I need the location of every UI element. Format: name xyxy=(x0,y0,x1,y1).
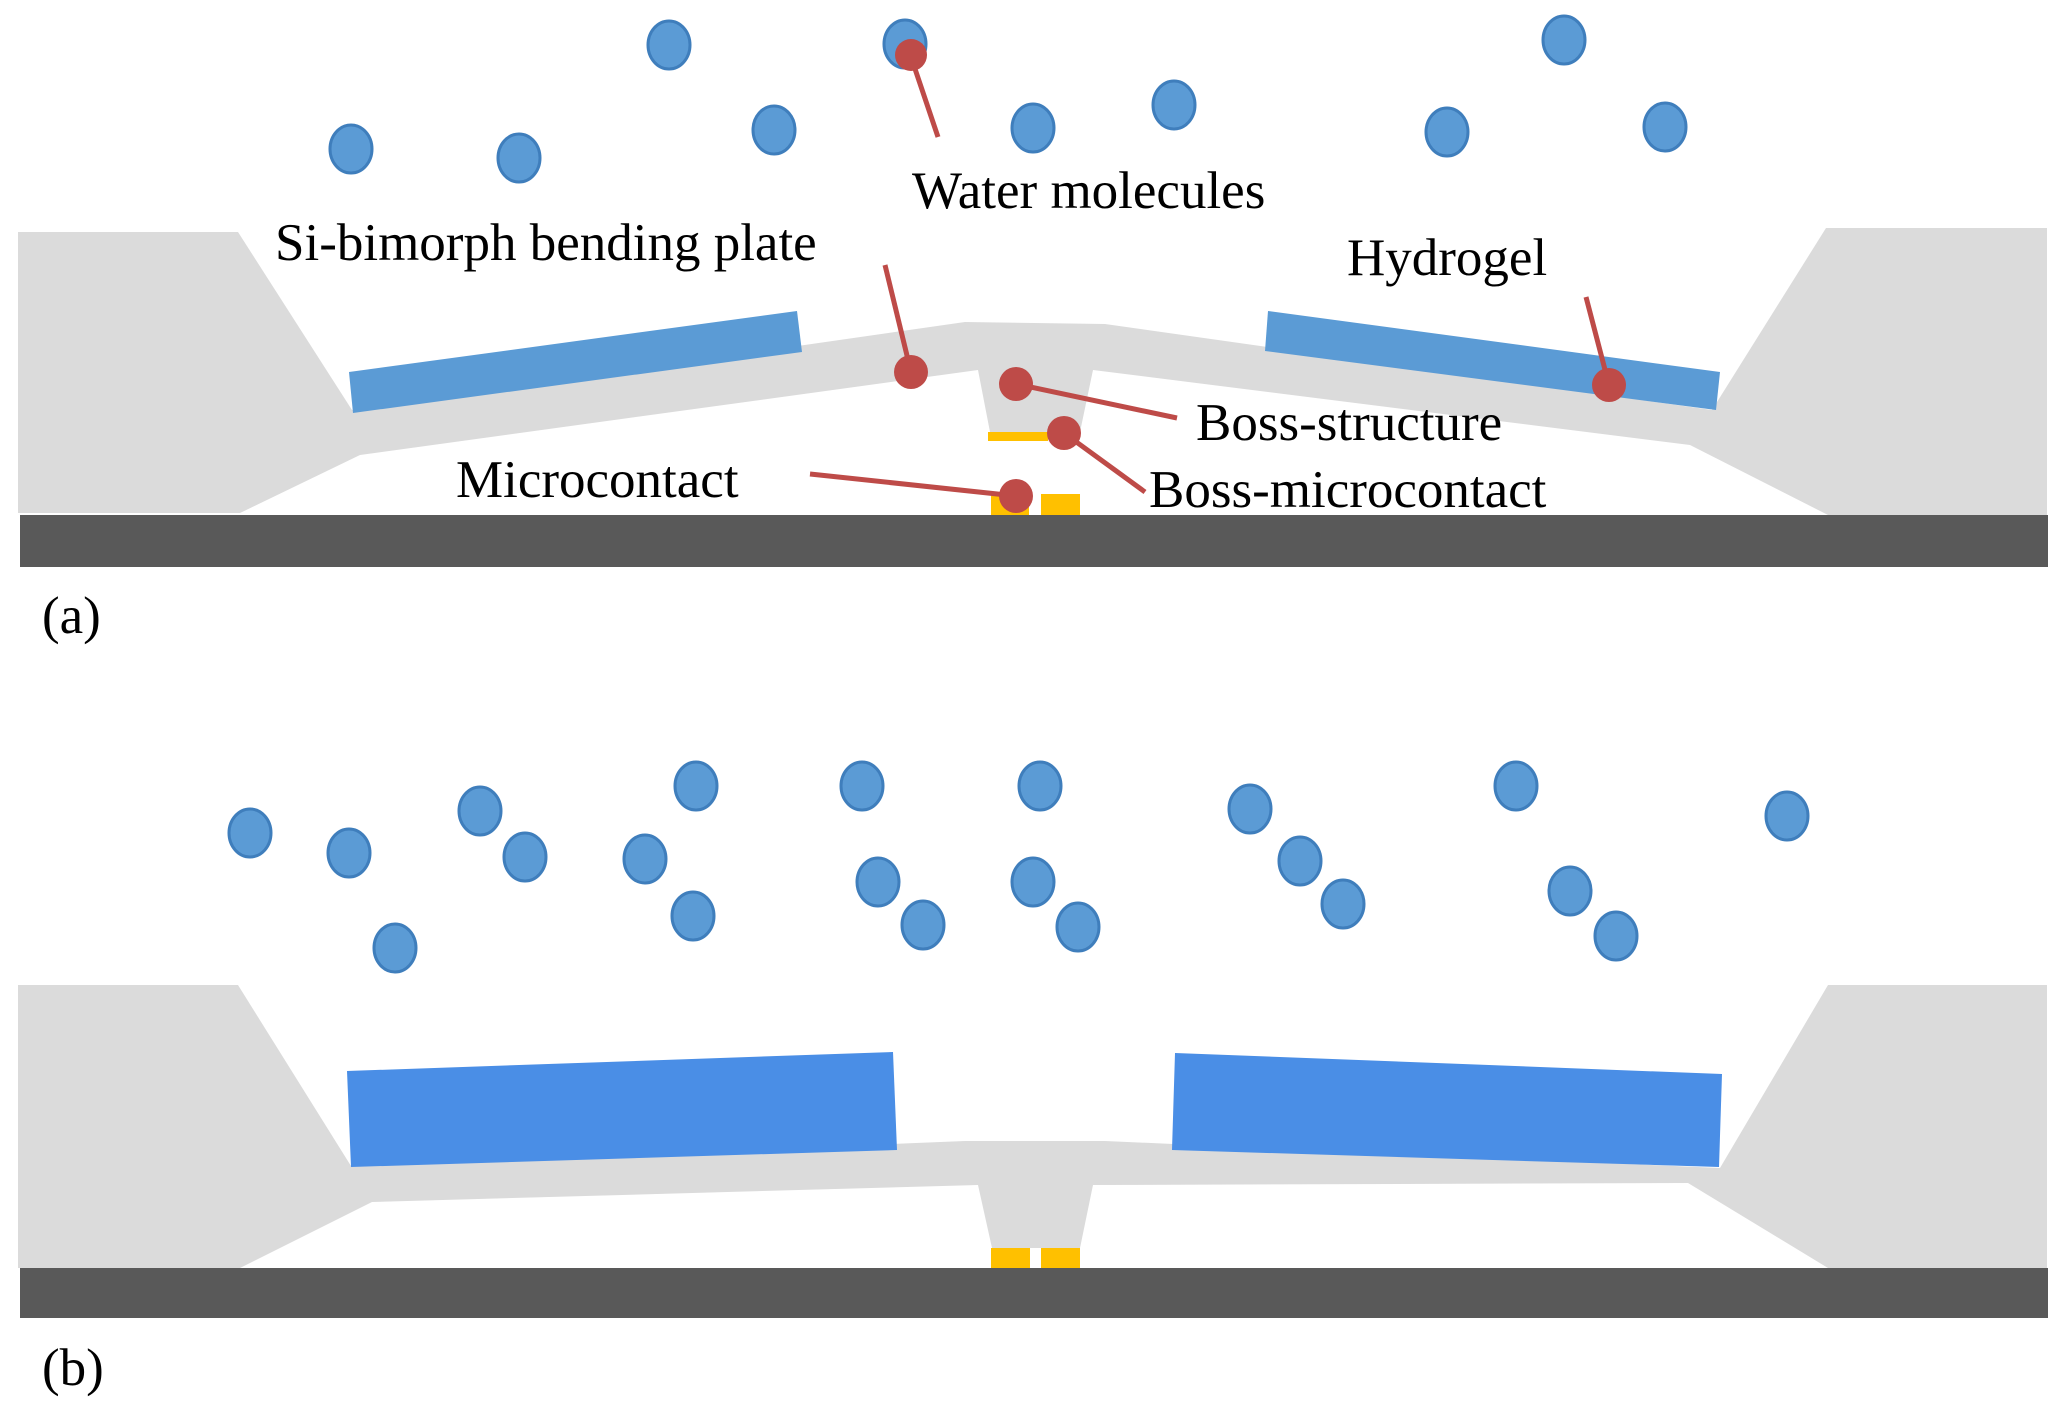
marker-microcontact xyxy=(999,479,1033,513)
panel-a: Water molecules Si-bimorph bending plate… xyxy=(18,14,2048,645)
leader-microcontact xyxy=(809,471,1017,499)
marker-boss-microcontact xyxy=(1047,416,1081,450)
water-molecule xyxy=(1764,790,1810,842)
marker-hydrogel xyxy=(1592,368,1626,402)
water-molecules-a xyxy=(328,14,1688,184)
water-molecule xyxy=(1424,106,1470,158)
hydrogel-layer-left-a xyxy=(349,311,802,413)
water-molecule xyxy=(1017,760,1063,812)
marker-boss-structure xyxy=(999,367,1033,401)
water-molecule xyxy=(839,760,885,812)
water-molecule xyxy=(1547,865,1593,917)
water-molecule xyxy=(646,19,692,71)
label-boss-microcontact: Boss-microcontact xyxy=(1149,461,1547,519)
water-molecule xyxy=(1010,102,1056,154)
water-molecule xyxy=(1151,79,1197,131)
annotation-leaders-a xyxy=(809,39,1626,513)
label-microcontact: Microcontact xyxy=(456,451,739,509)
panel-label-b: (b) xyxy=(42,1339,104,1397)
water-molecule xyxy=(1593,910,1639,962)
water-molecule xyxy=(670,890,716,942)
water-molecule xyxy=(326,827,372,879)
hydrogel-layer-right-b xyxy=(1172,1053,1722,1167)
water-molecule xyxy=(1642,101,1688,153)
water-molecule xyxy=(855,856,901,908)
water-molecule xyxy=(502,831,548,883)
microcontact-right-a xyxy=(1041,494,1080,515)
leader-boss-structure xyxy=(1015,381,1178,421)
water-molecule xyxy=(673,760,719,812)
water-molecule xyxy=(1227,783,1273,835)
boss-microcontact-a xyxy=(988,432,1048,441)
leader-bending-plate xyxy=(882,264,914,373)
si-frame-and-bending-plate-b xyxy=(18,985,2047,1268)
water-molecule xyxy=(496,132,542,184)
marker-water-molecules xyxy=(895,39,927,71)
water-molecule xyxy=(1010,856,1056,908)
water-molecules-b xyxy=(227,760,1810,974)
water-molecule xyxy=(372,922,418,974)
water-molecule xyxy=(900,899,946,951)
label-hydrogel: Hydrogel xyxy=(1347,229,1547,287)
microcontact-left-b xyxy=(991,1248,1030,1268)
water-molecule xyxy=(1320,878,1366,930)
water-molecule xyxy=(1493,760,1539,812)
panel-b: (b) xyxy=(18,760,2048,1397)
water-molecule xyxy=(227,807,273,859)
water-molecule xyxy=(751,104,797,156)
label-water-molecules: Water molecules xyxy=(912,162,1265,220)
water-molecule xyxy=(1277,835,1323,887)
marker-bending-plate xyxy=(894,355,928,389)
label-bending-plate: Si-bimorph bending plate xyxy=(275,214,817,272)
panel-label-a: (a) xyxy=(42,587,101,645)
hydrogel-layer-left-b xyxy=(347,1052,897,1167)
substrate-a xyxy=(20,515,2048,567)
water-molecule xyxy=(622,833,668,885)
water-molecule xyxy=(457,785,503,837)
water-molecule xyxy=(1541,14,1587,66)
substrate-b xyxy=(20,1268,2048,1318)
water-molecule xyxy=(328,123,374,175)
label-boss-structure: Boss-structure xyxy=(1196,394,1502,452)
microcontact-right-b xyxy=(1041,1248,1080,1268)
si-frame-and-bending-plate-a xyxy=(18,228,2047,515)
water-molecule xyxy=(1055,901,1101,953)
